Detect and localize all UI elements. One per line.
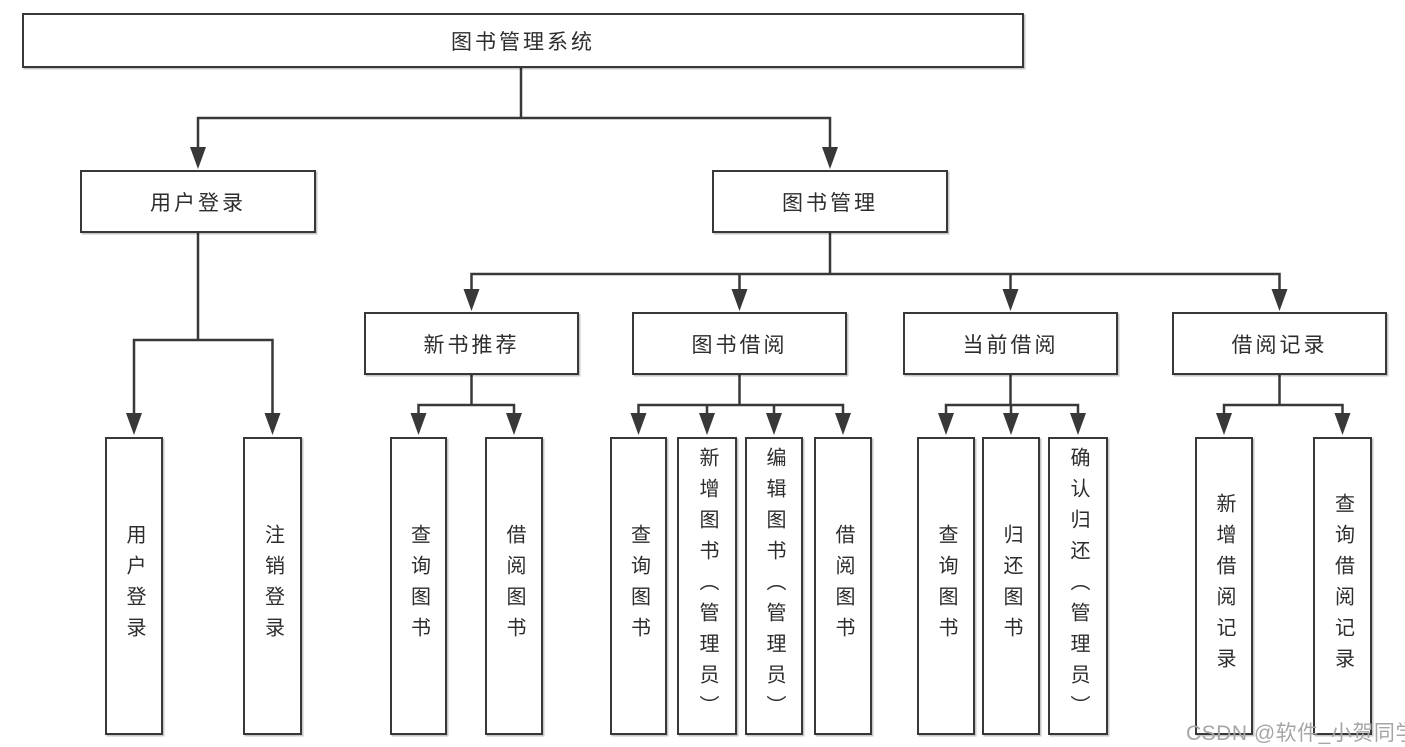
leaf-label: 借阅图书: [503, 524, 525, 648]
node-label: 借阅记录: [1231, 333, 1328, 357]
leaf-query-borrow-record: 查询借阅记录: [1313, 437, 1372, 735]
leaf-return-books: 归还图书: [982, 437, 1040, 735]
leaf-label: 查询图书: [935, 524, 957, 648]
leaf-label: 查询借阅记录: [1331, 493, 1354, 679]
node-library-management-system: 图书管理系统: [22, 13, 1024, 68]
node-user-login: 用户登录: [80, 170, 316, 233]
node-new-book-recommendation: 新书推荐: [364, 312, 579, 375]
node-label: 图书管理系统: [451, 30, 595, 54]
leaf-current-query-books: 查询图书: [917, 437, 975, 735]
node-label: 新书推荐: [423, 333, 520, 357]
arrowheads: [126, 147, 1351, 435]
leaf-label: 用户登录: [123, 524, 145, 648]
leaf-label: 归还图书: [1000, 524, 1022, 648]
leaf-add-borrow-record: 新增借阅记录: [1195, 437, 1253, 735]
leaf-confirm-return-admin: 确认归还（管理员）: [1048, 437, 1108, 735]
node-borrowing-records: 借阅记录: [1172, 312, 1387, 375]
leaf-logout: 注销登录: [243, 437, 302, 735]
leaf-borrow-books: 借阅图书: [814, 437, 872, 735]
leaf-label: 查询图书: [407, 524, 430, 648]
leaf-label: 借阅图书: [832, 524, 854, 648]
node-label: 图书管理: [782, 191, 878, 215]
node-book-borrowing: 图书借阅: [632, 312, 847, 375]
leaf-label: 新增图书（管理员）: [696, 446, 718, 726]
leaf-label: 注销登录: [261, 524, 284, 648]
node-current-borrowing: 当前借阅: [903, 312, 1118, 375]
leaf-borrowing-query-books: 查询图书: [610, 437, 667, 735]
leaf-label: 编辑图书（管理员）: [763, 446, 785, 726]
csdn-watermark: CSDN @软件_小贺同学: [1186, 722, 1405, 745]
leaf-add-books-admin: 新增图书（管理员）: [677, 437, 737, 735]
node-label: 当前借阅: [962, 333, 1059, 357]
leaf-label: 新增借阅记录: [1213, 493, 1235, 679]
node-label: 用户登录: [150, 191, 246, 215]
leaf-label: 查询图书: [627, 524, 650, 648]
node-label: 图书借阅: [691, 333, 788, 357]
leaf-label: 确认归还（管理员）: [1067, 446, 1089, 726]
leaf-recommend-borrow-books: 借阅图书: [485, 437, 543, 735]
leaf-user-login: 用户登录: [105, 437, 163, 735]
node-book-management: 图书管理: [712, 170, 948, 233]
leaf-edit-books-admin: 编辑图书（管理员）: [745, 437, 803, 735]
leaf-recommend-query-books: 查询图书: [390, 437, 447, 735]
